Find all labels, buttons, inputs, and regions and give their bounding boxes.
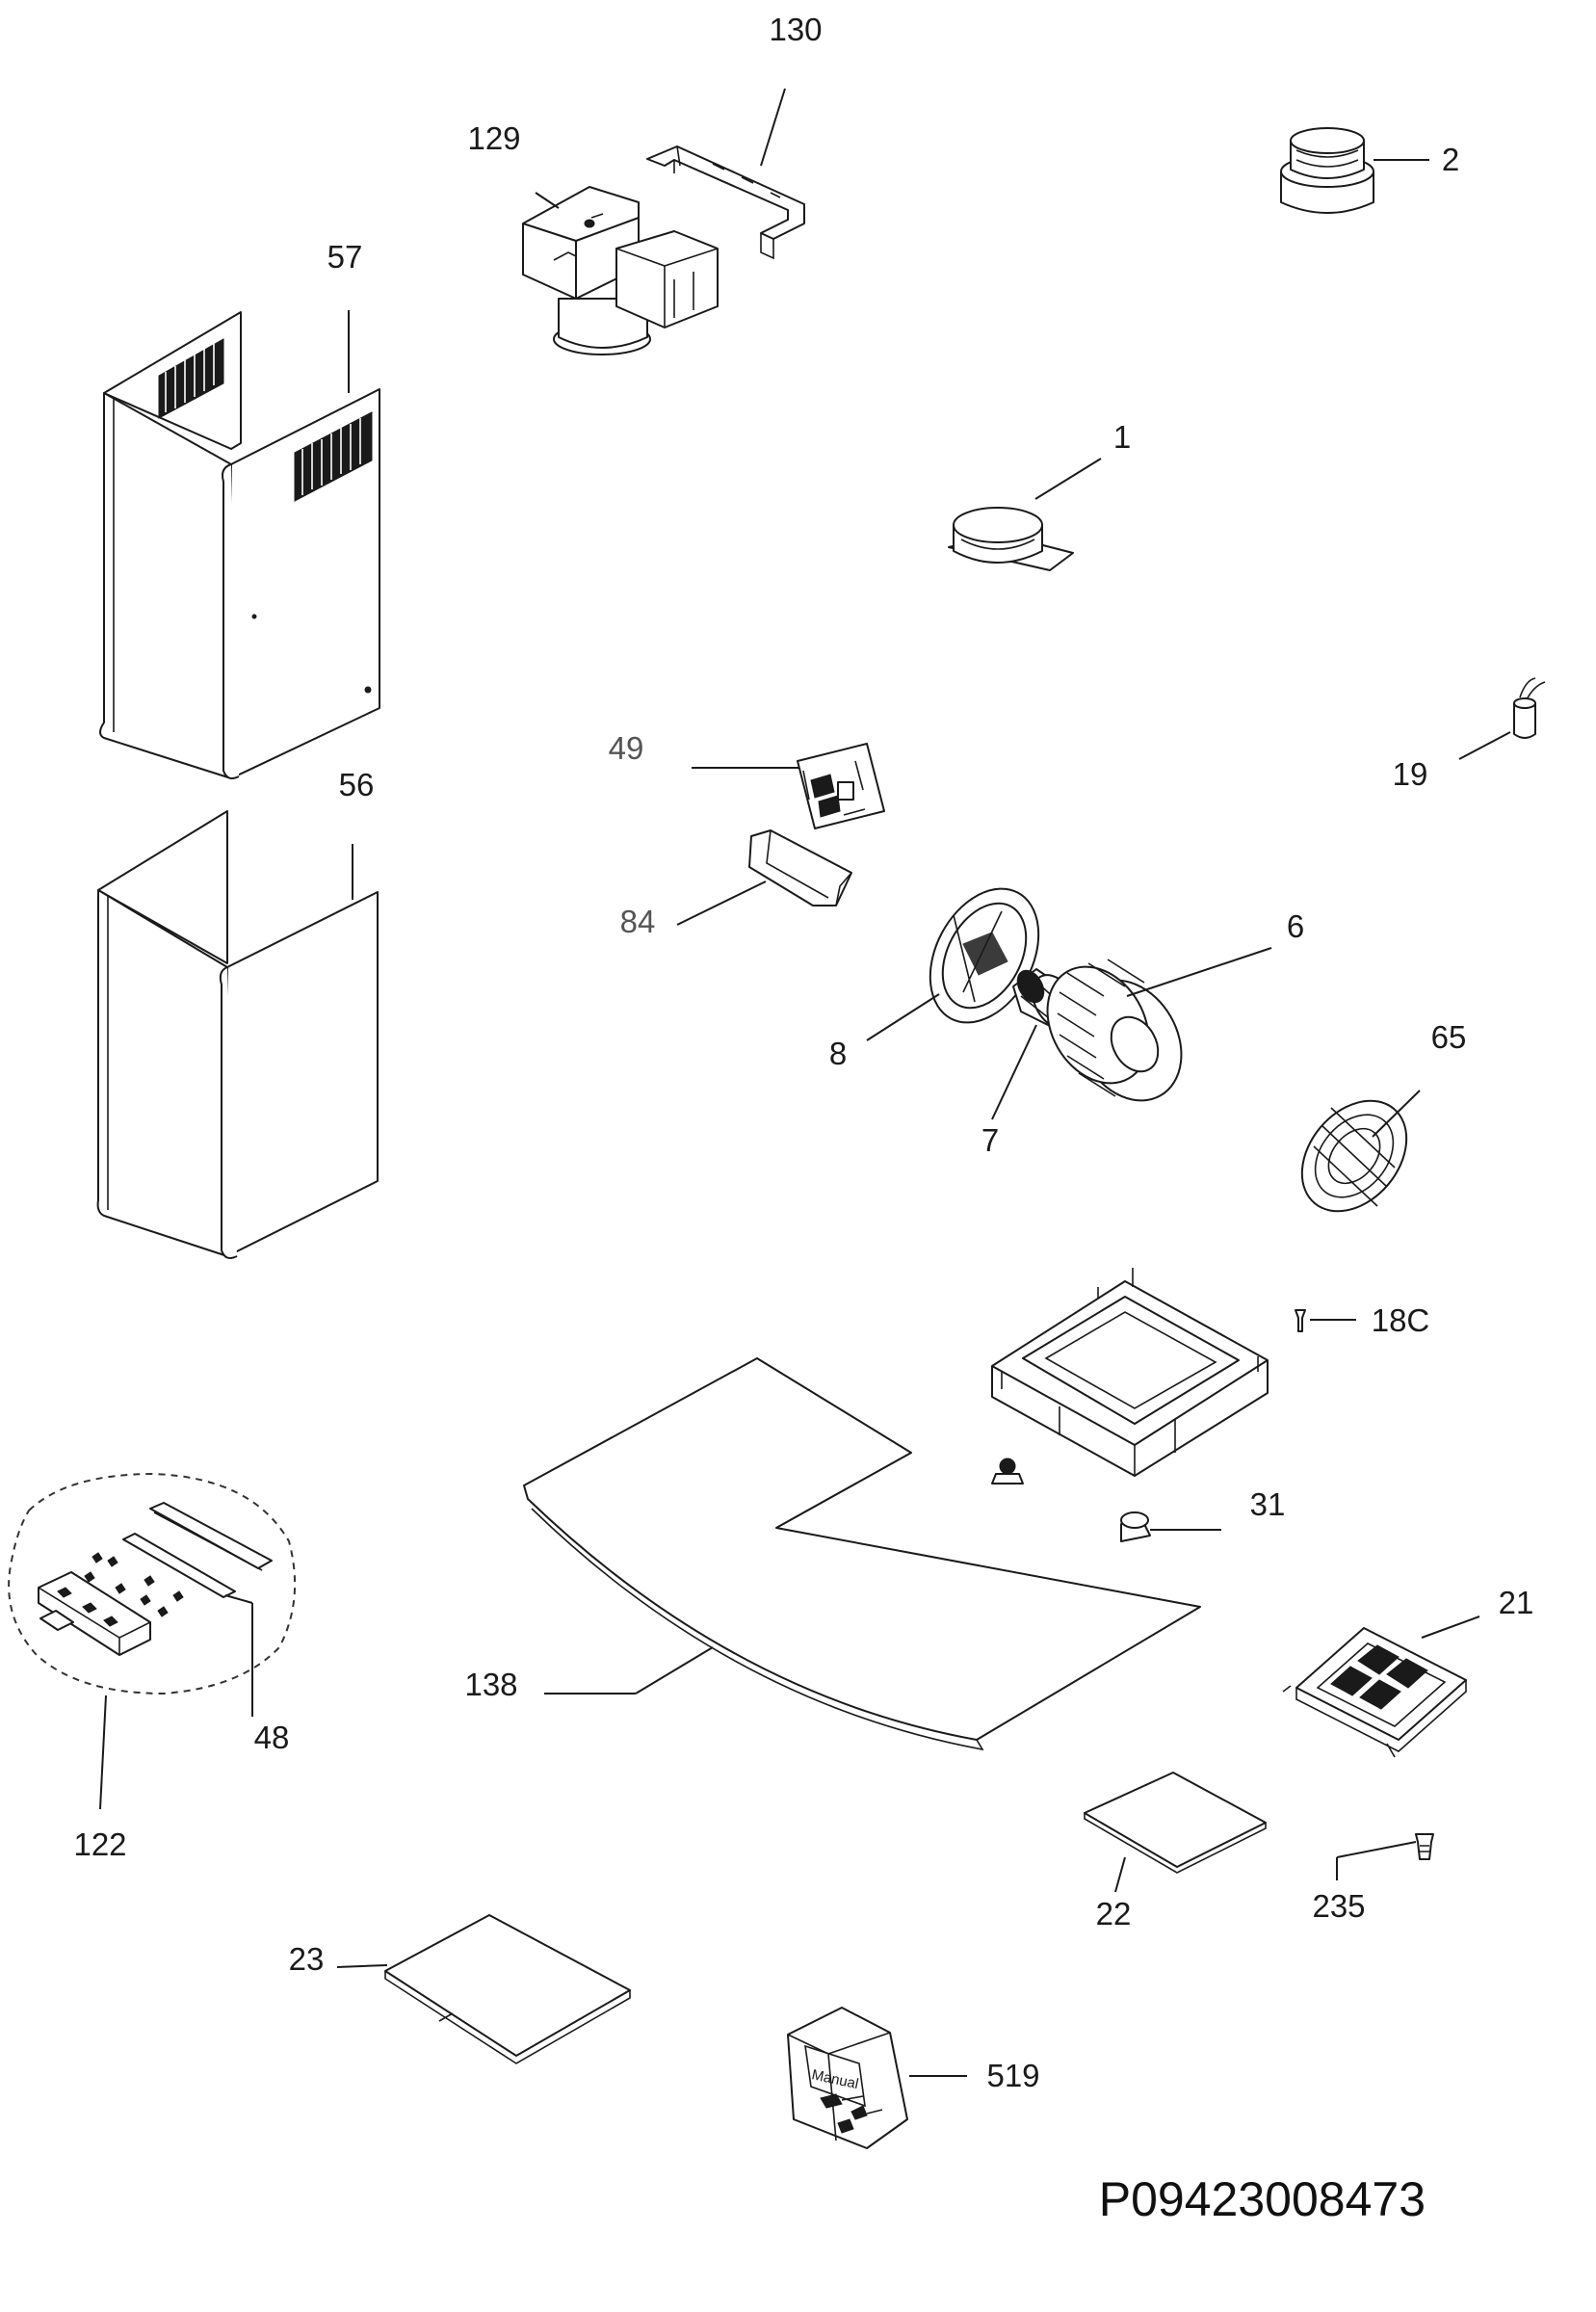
part-56-lower-chimney: 56 xyxy=(96,767,379,1259)
part-19-capacitor: 19 xyxy=(1393,677,1546,792)
part-180-screw: 18C xyxy=(1295,1302,1429,1338)
callout-22: 22 xyxy=(1096,1896,1132,1931)
leader-21 xyxy=(1421,1616,1480,1639)
part-235-screw: 235 xyxy=(1312,1833,1434,1924)
part-6-impeller: 6 xyxy=(1046,908,1304,1102)
leader-130 xyxy=(760,88,786,167)
leader-6 xyxy=(1126,947,1272,997)
part-57-upper-chimney: 57 xyxy=(99,239,380,779)
part-519-accessory-bag: Manual 519 xyxy=(787,2007,1040,2149)
part-31-foot: 31 xyxy=(991,1458,1286,1542)
leader-7 xyxy=(991,1024,1037,1120)
vent-slots-rear xyxy=(158,338,224,419)
callout-138: 138 xyxy=(464,1667,517,1702)
leader-129 xyxy=(535,192,560,209)
leader-8 xyxy=(866,993,940,1041)
part-22-charcoal-filter: 22 xyxy=(1084,1772,1267,1931)
callout-235: 235 xyxy=(1312,1888,1365,1924)
part-8-motor-plate: 8 xyxy=(829,887,1040,1071)
part-84-board-cover: 84 xyxy=(620,829,852,939)
part-2-duct-adapter: 2 xyxy=(1280,127,1459,214)
part-23-filter-panel: 23 xyxy=(289,1914,631,2064)
leader-122 xyxy=(99,1695,107,1810)
callout-57: 57 xyxy=(327,239,363,275)
callout-23: 23 xyxy=(289,1941,325,1977)
callout-8: 8 xyxy=(829,1036,847,1071)
kit-dashed-outline xyxy=(8,1472,297,1695)
callout-21: 21 xyxy=(1499,1585,1534,1620)
leader-23 xyxy=(336,1964,388,1968)
vent-slots-side xyxy=(294,411,373,502)
part-49-control-board: 49 xyxy=(609,730,885,829)
part-1-damper-flange: 1 xyxy=(948,419,1131,571)
part-129-motor-housing: 129 xyxy=(467,120,719,355)
drawing-number: P09423008473 xyxy=(1099,2172,1426,2226)
part-65-grille: 65 xyxy=(1300,1019,1467,1213)
part-138-glass-canopy: 138 xyxy=(464,1357,1201,1751)
part-122-control-kit: 48 122 xyxy=(8,1472,297,1862)
callout-129: 129 xyxy=(467,120,520,156)
callout-2: 2 xyxy=(1442,142,1459,177)
callout-65: 65 xyxy=(1431,1019,1467,1055)
callout-1: 1 xyxy=(1113,419,1131,455)
callout-519: 519 xyxy=(986,2058,1039,2093)
callout-19: 19 xyxy=(1393,756,1428,792)
callout-84: 84 xyxy=(620,904,656,939)
leader-22 xyxy=(1114,1856,1126,1893)
callout-7: 7 xyxy=(981,1122,999,1158)
callout-6: 6 xyxy=(1287,908,1304,944)
part-hood-frame xyxy=(991,1268,1269,1477)
callout-130: 130 xyxy=(769,12,822,47)
callout-48: 48 xyxy=(254,1720,290,1755)
callout-122: 122 xyxy=(73,1826,126,1862)
leader-65 xyxy=(1372,1090,1421,1138)
callout-56: 56 xyxy=(339,767,375,802)
leader-84 xyxy=(676,880,767,926)
callout-31: 31 xyxy=(1250,1486,1286,1522)
leader-1 xyxy=(1034,458,1102,500)
leader-19 xyxy=(1458,731,1511,760)
part-21-filter-frame: 21 xyxy=(1282,1585,1534,1758)
callout-49: 49 xyxy=(609,730,644,766)
callout-180: 18C xyxy=(1372,1302,1430,1338)
part-130-bracket: 130 xyxy=(646,12,823,260)
